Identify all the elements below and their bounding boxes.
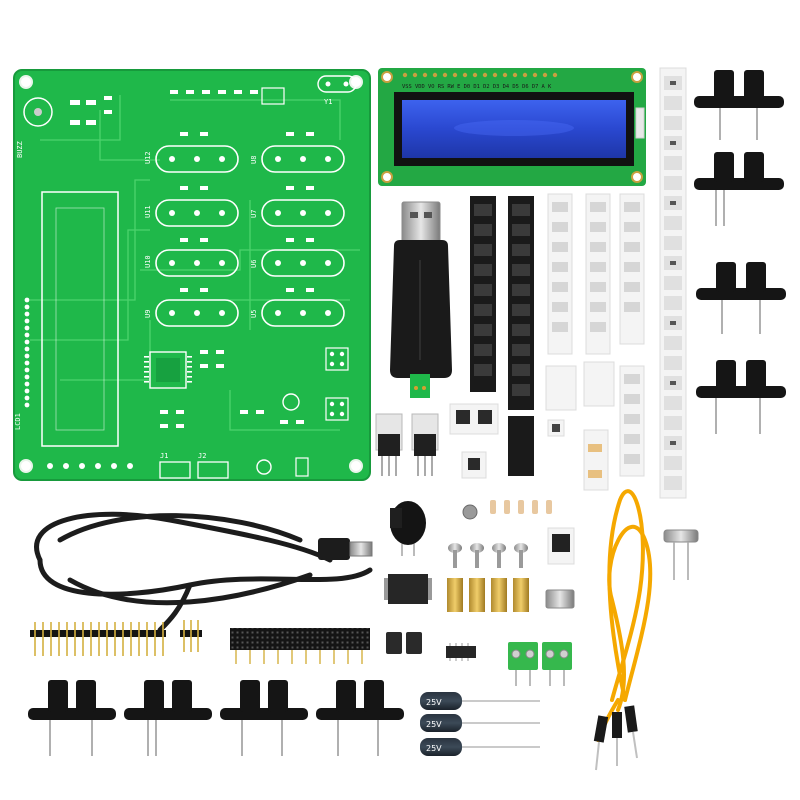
usb-ttl-adapter — [390, 201, 452, 398]
slot-sensor-7 — [220, 680, 308, 756]
jumper-wires — [596, 489, 653, 742]
lcd-header-pins — [402, 72, 558, 78]
terminal-block-2 — [542, 642, 572, 686]
relay-label-u5: U5 — [250, 310, 258, 318]
relay-label-u11: U11 — [144, 205, 152, 218]
mcu-footprint — [144, 351, 192, 389]
electrolytic-capacitor-1: 25V — [420, 692, 540, 710]
capacitor-2-rating: 25V — [426, 720, 442, 729]
terminal-label-j1: J1 — [160, 452, 168, 460]
slot-sensor-4 — [696, 360, 786, 434]
crystal-footprint: Y1 — [317, 75, 357, 106]
buzzer-label: BUZZ — [16, 141, 24, 158]
lcd-backlit-screen — [402, 100, 626, 158]
female-header — [230, 628, 370, 664]
smd-footprints — [70, 90, 314, 428]
relay-label-u9: U9 — [144, 310, 152, 318]
usb-cable — [34, 511, 373, 633]
slot-sensor-5 — [28, 680, 116, 756]
black-component-tape-3 — [508, 416, 534, 476]
black-component-tape-1 — [470, 196, 496, 392]
terminal-label-j2: J2 — [198, 452, 206, 460]
screws — [448, 543, 528, 568]
black-component-tape-2 — [508, 196, 534, 410]
main-pcb: BUZZ LCD1 — [13, 69, 371, 481]
relay-label-u12: U12 — [144, 151, 152, 164]
white-tape-pockets — [552, 202, 640, 464]
pin-header-short — [180, 620, 202, 652]
eeprom-chip — [552, 534, 570, 552]
slot-sensor-1 — [694, 70, 784, 140]
pin-header-long — [30, 622, 166, 656]
electrolytic-capacitor-3: 25V — [420, 738, 540, 756]
relay-label-u6: U6 — [250, 260, 258, 268]
resistors-axial — [490, 500, 552, 514]
piezo-small — [462, 504, 478, 520]
terminal-block-1 — [508, 642, 538, 686]
smd-ic-small — [446, 643, 476, 661]
mini-usb-socket — [545, 589, 575, 609]
relay-label-u8: U8 — [250, 156, 258, 164]
mcu-chip — [384, 574, 432, 604]
push-button-2 — [411, 413, 439, 476]
slot-sensor-3 — [696, 262, 786, 334]
slot-sensor-2 — [694, 152, 784, 226]
capacitor-3-rating: 25V — [426, 744, 442, 753]
right-header-pads — [325, 347, 349, 421]
jumper-caps — [386, 632, 422, 654]
lcd-1602-module: VSS VDD VO RS RW E D0 D1 D2 D3 D4 D5 D6 … — [378, 68, 646, 186]
tactile-switches — [449, 403, 565, 479]
lcd-header-label: LCD1 — [14, 413, 22, 430]
lcd-header-pads — [24, 297, 30, 408]
slot-sensor-8 — [316, 680, 404, 756]
resistor-tape-strip — [659, 67, 687, 499]
relay-label-u7: U7 — [250, 210, 258, 218]
push-button-1 — [375, 413, 403, 476]
crystal-label: Y1 — [324, 98, 332, 106]
jumper-wire-ends — [593, 705, 638, 771]
electrolytic-capacitor-2: 25V — [420, 714, 540, 732]
lcd-pin-labels: VSS VDD VO RS RW E D0 D1 D2 D3 D4 D5 D6 … — [402, 84, 552, 90]
relay-footprints — [155, 145, 345, 327]
relay-pads — [169, 156, 331, 316]
brass-standoffs — [447, 578, 529, 612]
usb-cable-plug — [318, 538, 373, 560]
slot-sensor-6 — [124, 680, 212, 756]
relay-label-u10: U10 — [144, 255, 152, 268]
crystal-oscillator — [663, 529, 699, 580]
capacitor-1-rating: 25V — [426, 698, 442, 707]
bottom-pads — [47, 463, 133, 469]
buzzer — [390, 501, 426, 556]
